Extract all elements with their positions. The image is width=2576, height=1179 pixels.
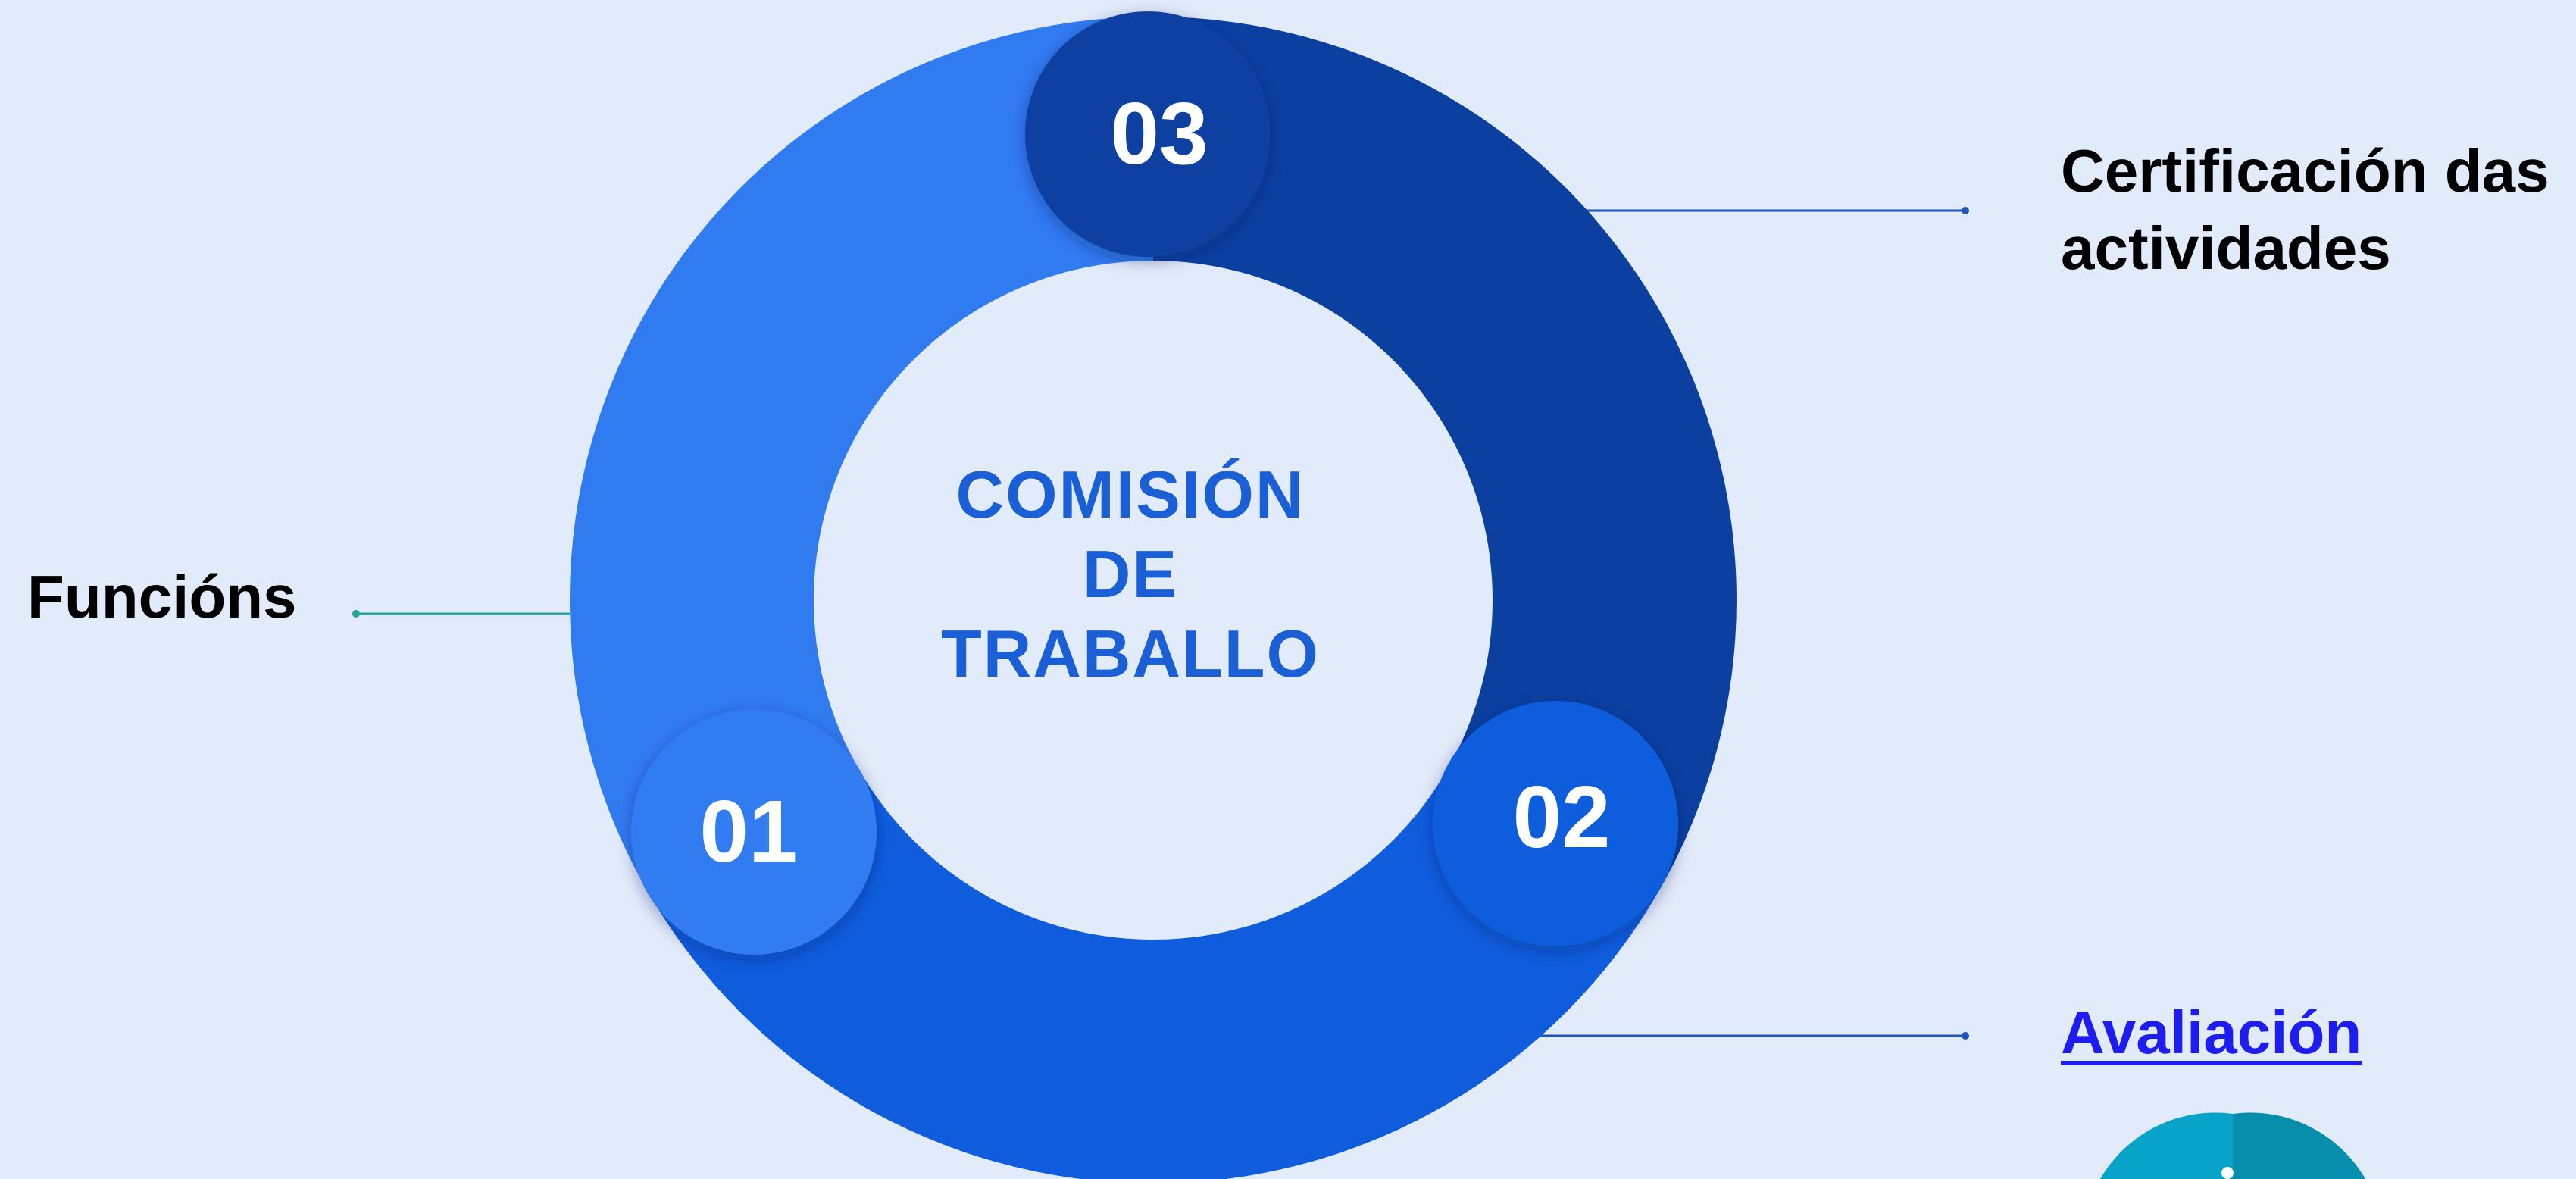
- center-title-line-1: COMISIÓN: [956, 457, 1305, 532]
- donut-segment-02: [658, 770, 1658, 1179]
- segment-cap-01: 01: [631, 709, 877, 955]
- partial-teal-circle-icon: [2100, 1112, 2365, 1179]
- donut-segment-03: [1153, 17, 1737, 892]
- connector-dot-avaliacion: [1962, 1032, 1969, 1040]
- avaliacion-link[interactable]: Avaliación: [2061, 994, 2362, 1071]
- label-certificacion-line-2: actividades: [2061, 214, 2391, 282]
- segment-number-01: 01: [699, 782, 797, 880]
- segment-cap-02: 02: [1433, 701, 1678, 946]
- label-funcions-text: Funcións: [27, 563, 297, 630]
- label-certificacion-das-actividades: Certificación das actividades: [2061, 133, 2549, 287]
- label-funcions: Funcións: [27, 558, 297, 636]
- center-title: COMISIÓN DE TRABALLO: [941, 457, 1320, 691]
- segment-cap-03: 03: [1025, 11, 1271, 257]
- label-certificacion-line-1: Certificación das: [2061, 137, 2549, 205]
- segment-number-02: 02: [1512, 768, 1610, 866]
- connector-dot-certificacion: [1962, 207, 1969, 214]
- center-title-line-2: DE: [1083, 536, 1178, 611]
- segment-number-03: 03: [1110, 84, 1208, 183]
- avaliacion-link-text[interactable]: Avaliación: [2061, 999, 2362, 1066]
- donut-segment-01: [570, 17, 1153, 910]
- center-title-line-3: TRABALLO: [941, 616, 1320, 691]
- connector-dot-funcions: [352, 610, 360, 618]
